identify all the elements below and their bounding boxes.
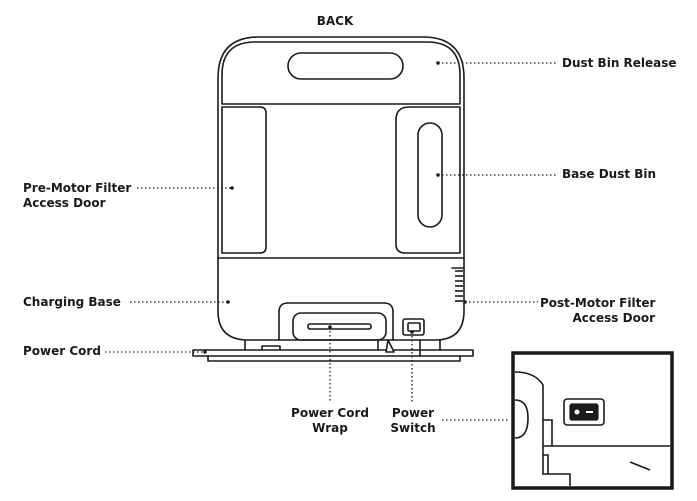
- base-plate: [192, 349, 474, 357]
- power-cord-wrap-inner: [292, 312, 387, 341]
- base-body-outline: [217, 36, 465, 341]
- dust-bin-release-handle: [287, 52, 404, 80]
- label-base-dust-bin: Base Dust Bin: [562, 167, 657, 181]
- power-switch-closeup: [563, 398, 605, 426]
- power-switch-inset: [511, 351, 674, 490]
- power-cord-wrap-housing: [278, 302, 394, 341]
- base-dust-bin-panel: [395, 106, 461, 254]
- power-switch-body: [402, 318, 425, 336]
- label-pre-motor-filter: Pre-Motor Filter Access Door: [23, 181, 132, 210]
- label-power-switch: Power Switch: [390, 406, 436, 435]
- view-title: BACK: [316, 14, 354, 28]
- power-cord-wrap-slot: [307, 323, 372, 330]
- label-charging-base: Charging Base: [23, 295, 121, 309]
- pre-motor-filter-door: [221, 106, 267, 254]
- label-post-motor-filter: Post-Motor Filter Access Door: [540, 296, 656, 325]
- label-dust-bin-release: Dust Bin Release: [562, 56, 677, 70]
- label-power-cord-wrap: Power Cord Wrap: [291, 406, 369, 435]
- label-power-cord: Power Cord: [23, 344, 101, 358]
- dust-bin-release-band: [221, 41, 461, 105]
